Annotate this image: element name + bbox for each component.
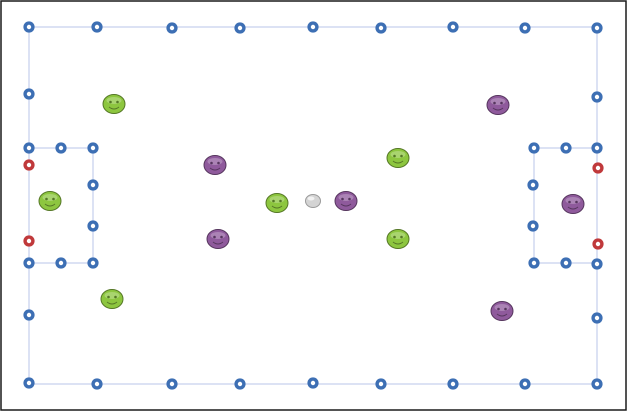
ring-marker-icon bbox=[23, 235, 35, 247]
green-player-smiley-face-icon bbox=[265, 193, 289, 213]
purple-player-smiley-face-icon bbox=[486, 95, 510, 115]
ring-marker-icon bbox=[23, 142, 35, 154]
ring-marker-icon bbox=[519, 22, 531, 34]
ring-marker-icon bbox=[591, 258, 603, 270]
ring-marker-icon bbox=[23, 377, 35, 389]
ring-marker-icon bbox=[560, 257, 572, 269]
ring-marker-icon bbox=[592, 162, 604, 174]
ring-marker-icon bbox=[560, 142, 572, 154]
boundary-markers bbox=[23, 21, 604, 390]
ring-marker-icon bbox=[166, 378, 178, 390]
ring-marker-icon bbox=[23, 159, 35, 171]
ring-marker-icon bbox=[592, 238, 604, 250]
ring-marker-icon bbox=[23, 21, 35, 33]
ring-marker-icon bbox=[591, 22, 603, 34]
ring-marker-icon bbox=[528, 257, 540, 269]
ring-marker-icon bbox=[23, 309, 35, 321]
ring-marker-icon bbox=[234, 22, 246, 34]
ring-marker-icon bbox=[375, 22, 387, 34]
green-player-smiley-face-icon bbox=[386, 229, 410, 249]
ring-marker-icon bbox=[91, 378, 103, 390]
ring-marker-icon bbox=[87, 220, 99, 232]
players bbox=[38, 94, 585, 321]
ring-marker-icon bbox=[591, 378, 603, 390]
ring-marker-icon bbox=[307, 21, 319, 33]
purple-player-smiley-face-icon bbox=[206, 229, 230, 249]
ball-icon bbox=[305, 194, 321, 208]
ring-marker-icon bbox=[91, 21, 103, 33]
purple-player-smiley-face-icon bbox=[490, 301, 514, 321]
purple-player-smiley-face-icon bbox=[561, 194, 585, 214]
ball-layer bbox=[305, 194, 321, 208]
green-player-smiley-face-icon bbox=[100, 289, 124, 309]
ring-marker-icon bbox=[87, 179, 99, 191]
ring-marker-icon bbox=[591, 312, 603, 324]
ring-marker-icon bbox=[591, 91, 603, 103]
ring-marker-icon bbox=[23, 88, 35, 100]
ring-marker-icon bbox=[234, 378, 246, 390]
ring-marker-icon bbox=[447, 21, 459, 33]
ring-marker-icon bbox=[23, 257, 35, 269]
ring-marker-icon bbox=[87, 142, 99, 154]
ring-marker-icon bbox=[375, 378, 387, 390]
ring-marker-icon bbox=[55, 142, 67, 154]
green-player-smiley-face-icon bbox=[102, 94, 126, 114]
purple-player-smiley-face-icon bbox=[203, 155, 227, 175]
ring-marker-icon bbox=[166, 22, 178, 34]
green-player-smiley-face-icon bbox=[386, 148, 410, 168]
ring-marker-icon bbox=[87, 257, 99, 269]
ring-marker-icon bbox=[519, 378, 531, 390]
ring-marker-icon bbox=[527, 220, 539, 232]
purple-player-smiley-face-icon bbox=[334, 191, 358, 211]
ring-marker-icon bbox=[528, 142, 540, 154]
ring-marker-icon bbox=[591, 142, 603, 154]
green-player-smiley-face-icon bbox=[38, 191, 62, 211]
ring-marker-icon bbox=[527, 179, 539, 191]
ring-marker-icon bbox=[307, 377, 319, 389]
ring-marker-icon bbox=[447, 378, 459, 390]
ring-marker-icon bbox=[55, 257, 67, 269]
